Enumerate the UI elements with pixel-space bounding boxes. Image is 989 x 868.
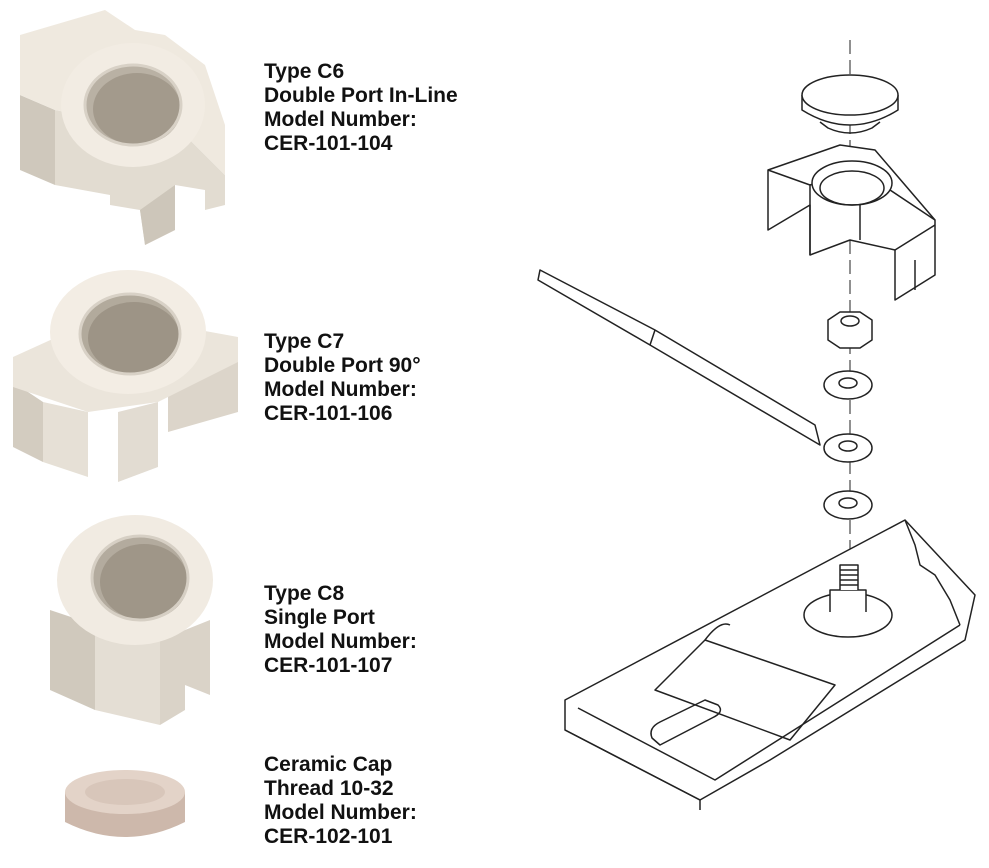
product-photo-c8 [50, 515, 213, 725]
product-description: Double Port In-Line [264, 84, 458, 107]
diagram-threaded-stud [803, 564, 893, 638]
diagram-ceramic-cap [801, 74, 899, 134]
diagram-hex-nut [827, 311, 873, 349]
diagram-washer-upper [823, 370, 873, 400]
model-number: CER-101-107 [264, 654, 393, 677]
product-description: Thread 10-32 [264, 777, 394, 800]
product-description: Double Port 90° [264, 354, 421, 377]
product-type: Type C8 [264, 582, 345, 605]
model-label: Model Number: [264, 108, 417, 131]
caption-c8: Type C8 Single Port Model Number: CER-10… [264, 582, 417, 678]
product-type: Type C6 [264, 60, 345, 83]
diagram-insulator-block [767, 144, 936, 301]
product-photo-c6 [20, 10, 225, 245]
model-number: CER-101-106 [264, 402, 393, 425]
diagram-washer-lower [823, 490, 873, 520]
product-description: Single Port [264, 606, 375, 629]
model-label: Model Number: [264, 630, 417, 653]
product-type: Type C7 [264, 330, 345, 353]
model-label: Model Number: [264, 378, 417, 401]
exploded-assembly-diagram [537, 40, 976, 810]
model-number: CER-101-104 [264, 132, 393, 155]
caption-c6: Type C6 Double Port In-Line Model Number… [264, 60, 458, 156]
model-label: Model Number: [264, 801, 417, 824]
diagram-wire-lead [537, 269, 873, 463]
diagram-mounting-channel [564, 519, 976, 810]
caption-ceramic-cap: Ceramic Cap Thread 10-32 Model Number: C… [264, 753, 417, 849]
product-photo-c7 [13, 270, 238, 482]
caption-c7: Type C7 Double Port 90° Model Number: CE… [264, 330, 421, 426]
model-number: CER-102-101 [264, 825, 393, 848]
product-type: Ceramic Cap [264, 753, 393, 776]
product-photo-ceramic-cap [65, 770, 185, 837]
